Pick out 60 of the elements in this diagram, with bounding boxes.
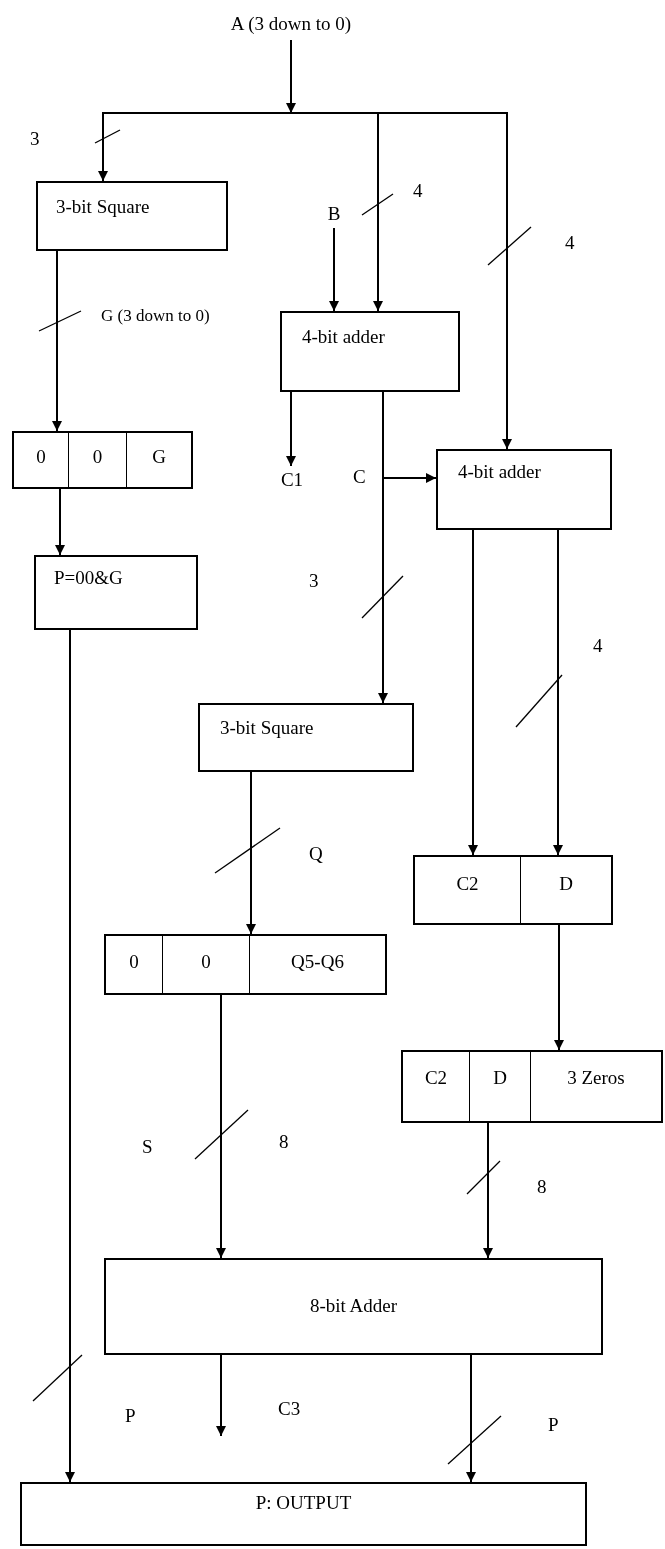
box-label: 3-bit Square bbox=[220, 717, 314, 740]
signal-label: 3 bbox=[309, 570, 319, 593]
signal-label: C3 bbox=[278, 1398, 301, 1421]
bit-field: C2 bbox=[403, 1052, 469, 1121]
arrow bbox=[468, 529, 478, 856]
signal-label: 8 bbox=[279, 1131, 289, 1154]
arrow bbox=[55, 488, 65, 556]
bit-field: D bbox=[469, 1052, 530, 1121]
arrow bbox=[216, 1354, 226, 1437]
bit-field: D bbox=[520, 857, 611, 923]
bit-field: 3 Zeros bbox=[530, 1052, 661, 1121]
process-box bbox=[36, 181, 228, 251]
signal-label: 8 bbox=[537, 1176, 547, 1199]
signal-label: C bbox=[353, 466, 366, 489]
signal-label: P bbox=[548, 1414, 559, 1437]
arrow bbox=[52, 250, 62, 432]
register-box bbox=[12, 431, 193, 489]
arrow bbox=[466, 1354, 476, 1483]
arrow bbox=[65, 629, 75, 1483]
box-label: 4-bit adder bbox=[458, 461, 541, 484]
arrow bbox=[216, 994, 226, 1259]
bit-field: 0 bbox=[68, 433, 126, 487]
arrow bbox=[553, 529, 563, 856]
box-label: 8-bit Adder bbox=[309, 1295, 398, 1318]
arrow bbox=[246, 771, 256, 935]
bit-field: 0 bbox=[106, 936, 162, 993]
signal-label: Q bbox=[309, 843, 323, 866]
signal-label: 3 bbox=[30, 128, 40, 151]
process-box bbox=[436, 449, 612, 530]
register-box bbox=[401, 1050, 663, 1123]
bit-field: 0 bbox=[162, 936, 249, 993]
signal-label: 4 bbox=[565, 232, 575, 255]
bit-field: C2 bbox=[415, 857, 520, 923]
signal-label: A (3 down to 0) bbox=[190, 8, 392, 40]
arrow bbox=[329, 227, 339, 312]
signal-label: B bbox=[320, 200, 348, 228]
arrow bbox=[483, 1122, 493, 1259]
signal-label: 4 bbox=[413, 180, 423, 203]
process-box bbox=[198, 703, 414, 772]
process-box bbox=[34, 555, 198, 630]
box-label: P: OUTPUT bbox=[255, 1492, 352, 1515]
box-label: P=00&G bbox=[54, 567, 123, 590]
process-box bbox=[20, 1482, 587, 1546]
arrow bbox=[382, 391, 437, 483]
signal-label: C1 bbox=[275, 466, 309, 494]
bit-field: 0 bbox=[14, 433, 68, 487]
bit-field: G bbox=[126, 433, 191, 487]
arrow bbox=[286, 391, 296, 467]
signal-label: P bbox=[125, 1405, 136, 1428]
arrow bbox=[554, 924, 564, 1051]
register-box bbox=[104, 934, 387, 995]
signal-label: 4 bbox=[593, 635, 603, 658]
register-box bbox=[413, 855, 613, 925]
process-box bbox=[104, 1258, 603, 1355]
process-box bbox=[280, 311, 460, 392]
box-label: 3-bit Square bbox=[56, 196, 150, 219]
signal-label: G (3 down to 0) bbox=[101, 305, 211, 327]
signal-label: S bbox=[142, 1136, 153, 1159]
bit-field: Q5-Q6 bbox=[249, 936, 385, 993]
box-label: 4-bit adder bbox=[302, 326, 385, 349]
